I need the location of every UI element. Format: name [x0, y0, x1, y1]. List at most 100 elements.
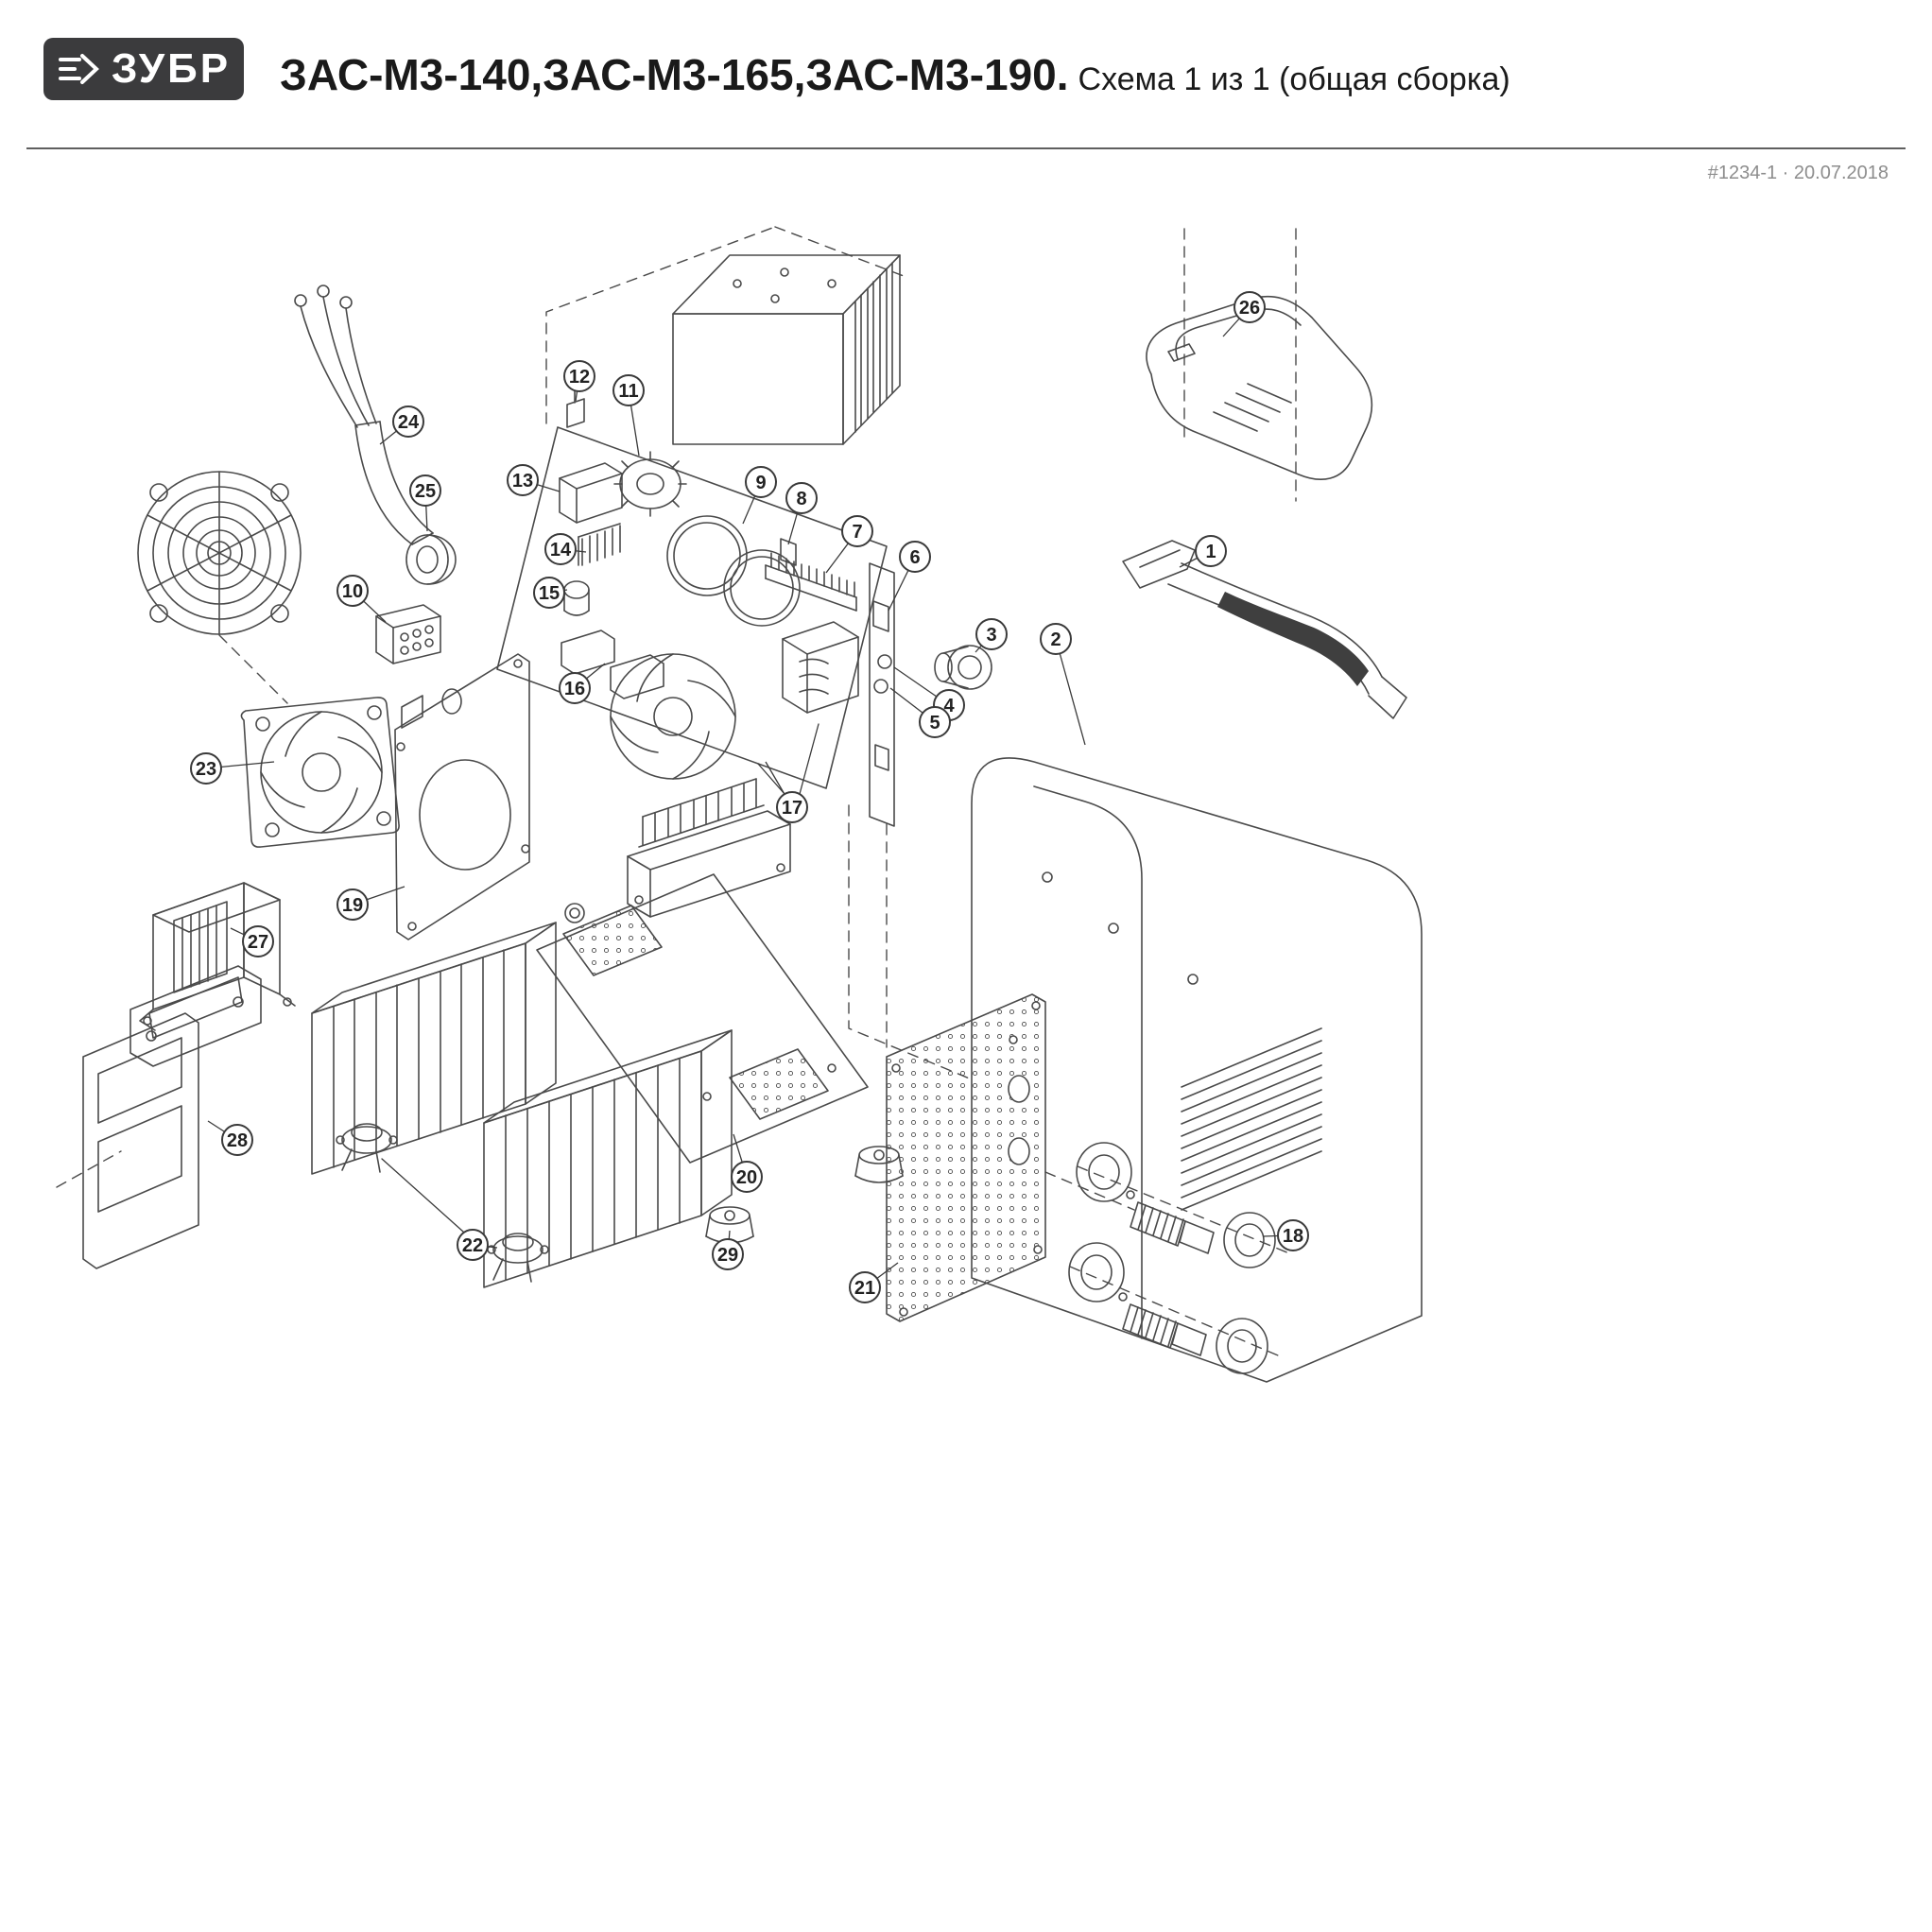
- svg-text:13: 13: [512, 471, 533, 492]
- thermostat-b-drawing: [487, 1233, 549, 1283]
- handle-drawing: [1146, 295, 1373, 480]
- part-callout-15: 15: [533, 577, 568, 609]
- part-callout-6: 6: [888, 541, 931, 612]
- part-callout-12: 12: [563, 360, 595, 402]
- brand-logo: ЗУБР: [43, 38, 244, 100]
- title-block: ЗАС-М3-140,ЗАС-М3-165,ЗАС-М3-190.Схема 1…: [280, 49, 1510, 100]
- small-inductor-drawing: [563, 580, 590, 616]
- part-callout-8: 8: [785, 482, 818, 545]
- housing-cover-drawing: [971, 757, 1423, 1383]
- left-heatsink-drawing: [311, 922, 557, 1175]
- part-callout-28: 28: [207, 1120, 253, 1156]
- svg-text:14: 14: [550, 540, 572, 561]
- diagram-art: [56, 226, 1423, 1383]
- part-callout-3: 3: [975, 618, 1008, 653]
- part-callout-25: 25: [409, 474, 441, 532]
- front-panel-drawing: [886, 993, 1046, 1322]
- brand-arrow-icon: [58, 54, 99, 84]
- svg-text:19: 19: [342, 895, 363, 916]
- pin-header-drawing: [765, 552, 857, 612]
- pcb-transformer-drawing: [782, 621, 859, 714]
- relay-drawing: [559, 462, 623, 524]
- part-callout-23: 23: [190, 752, 275, 785]
- part-callout-16: 16: [559, 663, 606, 704]
- line-choke-drawing: [627, 778, 791, 918]
- svg-text:8: 8: [796, 489, 806, 509]
- top-heatsink-drawing: [672, 254, 901, 445]
- part-callout-1: 1: [1179, 535, 1227, 568]
- part-callout-19: 19: [336, 886, 405, 921]
- svg-text:12: 12: [569, 367, 590, 388]
- svg-text:1: 1: [1205, 542, 1216, 562]
- svg-text:17: 17: [782, 798, 802, 819]
- small-bracket-drawing: [780, 538, 797, 566]
- part-callout-21: 21: [849, 1262, 899, 1303]
- part-callout-13: 13: [507, 464, 561, 496]
- brand-name: ЗУБР: [111, 45, 232, 92]
- base-plate-drawing: [536, 873, 869, 1164]
- thermostat-a-drawing: [336, 1123, 398, 1173]
- mounting-bracket-drawing: [82, 965, 262, 1269]
- fan-guard-drawing: [137, 471, 302, 635]
- svg-text:18: 18: [1283, 1226, 1303, 1247]
- callout-17-extra-leaders: [757, 723, 819, 795]
- part-callout-5: 5: [889, 687, 951, 738]
- part-callout-11: 11: [612, 374, 645, 457]
- svg-text:6: 6: [909, 547, 920, 568]
- part-callout-26: 26: [1222, 291, 1266, 337]
- svg-text:21: 21: [854, 1278, 875, 1299]
- mounting-plate-drawing: [394, 653, 530, 940]
- toroid-inductor-drawing: [613, 451, 687, 517]
- part-callout-2: 2: [1040, 623, 1086, 746]
- svg-text:10: 10: [342, 581, 363, 602]
- small-heatsink-drawing: [578, 523, 621, 566]
- handle-strap-drawing: [1122, 540, 1407, 719]
- part-callout-24: 24: [379, 405, 424, 445]
- svg-text:3: 3: [986, 625, 996, 646]
- callout-22-extra-leader: [381, 1158, 464, 1233]
- svg-text:24: 24: [398, 412, 420, 433]
- side-board-drawing: [869, 562, 895, 827]
- svg-text:26: 26: [1239, 298, 1260, 319]
- part-callout-22: 22: [457, 1229, 498, 1261]
- svg-text:27: 27: [248, 932, 268, 953]
- part-callout-7: 7: [825, 515, 873, 574]
- part-callout-20: 20: [731, 1133, 763, 1193]
- svg-text:28: 28: [227, 1130, 248, 1151]
- rubber-foot-a-drawing: [854, 1146, 904, 1183]
- cable-bushing-drawing: [405, 534, 457, 585]
- part-callout-27: 27: [230, 925, 274, 957]
- part-callout-17: 17: [765, 761, 808, 823]
- part-callout-9: 9: [742, 466, 777, 525]
- part-callout-14: 14: [544, 533, 587, 565]
- svg-text:11: 11: [618, 381, 638, 402]
- svg-text:9: 9: [755, 473, 766, 493]
- callout-layer: 1234567891011121314151617181920212223242…: [190, 291, 1309, 1303]
- part-callout-18: 18: [1262, 1219, 1309, 1251]
- svg-text:15: 15: [539, 583, 560, 604]
- standoff-blocks-drawing: [561, 630, 664, 699]
- svg-text:2: 2: [1050, 630, 1061, 650]
- svg-text:16: 16: [564, 679, 585, 699]
- bottom-heatsink-drawing: [483, 1029, 733, 1288]
- alignment-dashes: [56, 226, 1297, 1356]
- cover-louvers: [1181, 1027, 1322, 1211]
- svg-text:5: 5: [929, 713, 940, 733]
- svg-text:22: 22: [462, 1235, 483, 1256]
- svg-text:7: 7: [852, 522, 862, 543]
- output-terminals-drawing: [1068, 1142, 1276, 1374]
- header-divider: [26, 147, 1906, 149]
- part-callout-10: 10: [336, 575, 387, 623]
- main-pcb-drawing: [496, 375, 895, 827]
- part-callout-29: 29: [712, 1230, 744, 1270]
- knob-drawing: [934, 645, 992, 690]
- svg-text:25: 25: [415, 481, 436, 502]
- page-title: ЗАС-М3-140,ЗАС-М3-165,ЗАС-М3-190.: [280, 50, 1069, 99]
- svg-text:29: 29: [717, 1245, 738, 1266]
- cooling-fan-drawing: [240, 697, 400, 848]
- svg-text:23: 23: [196, 759, 216, 780]
- doc-reference: #1234-1 · 20.07.2018: [1707, 163, 1889, 183]
- power-cable-drawing: [294, 285, 434, 545]
- page-subtitle: Схема 1 из 1 (общая сборка): [1078, 61, 1510, 97]
